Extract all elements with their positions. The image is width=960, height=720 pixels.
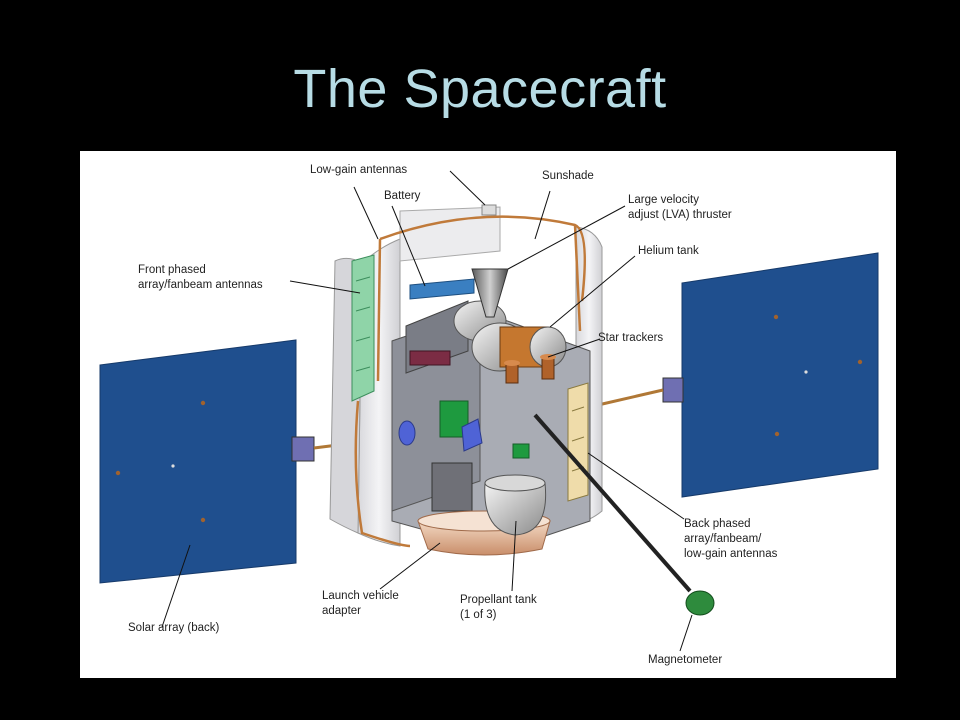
- label-battery: Battery: [384, 190, 421, 202]
- label-back-phased-line1: Back phased: [684, 518, 751, 530]
- diagram-canvas: Low-gain antennas Sunshade Battery Large…: [99, 164, 879, 666]
- label-lva-line1: Large velocity: [628, 194, 699, 206]
- harness-ring: [354, 215, 586, 548]
- slide-title: The Spacecraft: [293, 59, 667, 119]
- label-back-phased-line2: array/fanbeam/: [684, 533, 762, 545]
- solar-array-left: [99, 339, 355, 584]
- spacecraft-diagram: Low-gain antennas Sunshade Battery Large…: [80, 151, 896, 678]
- label-low-gain-antennas: Low-gain antennas: [310, 164, 407, 176]
- back-phased-array-antenna: [567, 382, 589, 502]
- label-propellant-line2: (1 of 3): [460, 609, 497, 621]
- label-front-phased-line1: Front phased: [138, 264, 206, 276]
- battery: [409, 278, 475, 300]
- label-launch-adapter-line1: Launch vehicle: [322, 590, 399, 602]
- front-phased-array-antenna: [351, 254, 375, 402]
- label-launch-adapter-line2: adapter: [322, 605, 361, 617]
- helium-tank: [471, 322, 567, 372]
- label-helium-tank: Helium tank: [638, 245, 699, 257]
- lva-thruster: [471, 268, 509, 318]
- label-star-trackers: Star trackers: [598, 332, 663, 344]
- label-solar-array: Solar array (back): [128, 622, 220, 634]
- magnetometer: [533, 413, 715, 616]
- label-front-phased-line2: array/fanbeam antennas: [138, 279, 263, 291]
- label-sunshade: Sunshade: [542, 170, 594, 182]
- solar-array-right: [597, 252, 879, 498]
- low-gain-antenna-cap: [481, 204, 497, 216]
- label-propellant-line1: Propellant tank: [460, 594, 537, 606]
- leader-lines: [161, 170, 693, 652]
- label-back-phased-line3: low-gain antennas: [684, 548, 778, 560]
- label-lva-line2: adjust (LVA) thruster: [628, 209, 732, 221]
- label-magnetometer: Magnetometer: [648, 654, 722, 666]
